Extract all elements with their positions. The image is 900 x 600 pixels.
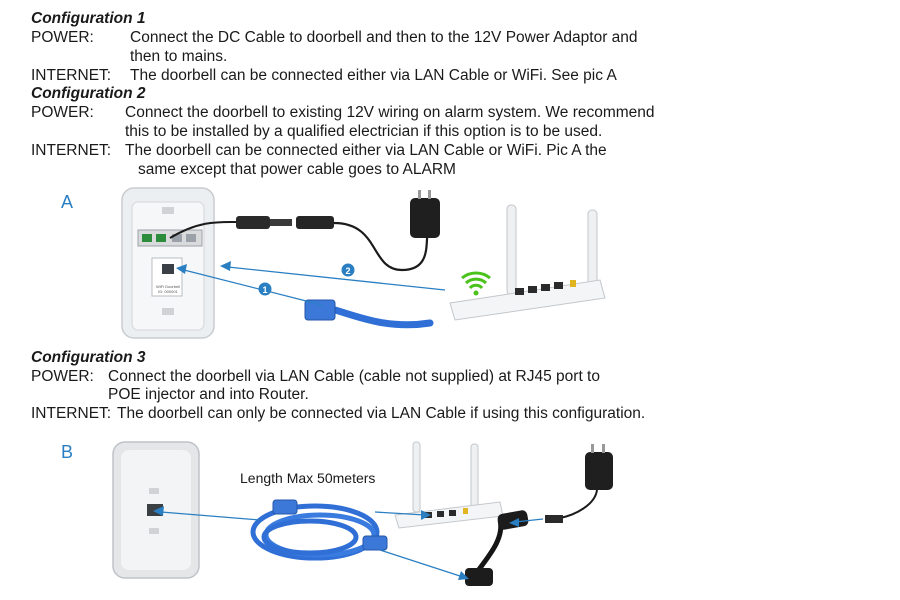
config2-internet-line2: same except that power cable goes to ALA…: [138, 161, 456, 178]
config3-power-line2: POE injector and into Router.: [108, 386, 309, 403]
step-2-badge: [341, 263, 355, 277]
config3-internet-label: INTERNET:: [31, 405, 112, 422]
config3-internet-line1: The doorbell can only be connected via L…: [117, 405, 646, 422]
config1-heading: Configuration 1: [31, 10, 146, 27]
figure-b-letter: B: [61, 442, 74, 462]
config1-internet-label: INTERNET:: [31, 67, 112, 84]
step-2-label: 2: [345, 266, 350, 276]
router-a: [449, 204, 606, 321]
cable-length-caption: Length Max 50meters: [240, 470, 376, 486]
figure-a-diagram: WiFi Doorbell ID: 000001: [121, 187, 606, 339]
poe-injector: [465, 510, 529, 586]
doorbell-unit-a: WiFi Doorbell ID: 000001: [121, 187, 215, 339]
config3-heading: Configuration 3: [31, 349, 146, 366]
arrow-cable-to-doorbell: [160, 511, 261, 521]
power-adaptor-b: [545, 444, 613, 523]
power-adaptor-a: [410, 190, 440, 238]
arrow-cable-to-router: [374, 511, 426, 516]
step-1-label: 1: [262, 285, 267, 295]
doorbell-sticker-line1: WiFi Doorbell: [156, 284, 180, 289]
config3-power-line1: Connect the doorbell via LAN Cable (cabl…: [108, 368, 600, 385]
config2-power-label: POWER:: [31, 104, 94, 121]
config2-power-line2: this to be installed by a qualified elec…: [125, 123, 603, 140]
config2-internet-line1: The doorbell can be connected either via…: [125, 142, 607, 159]
config1-power-label: POWER:: [31, 29, 94, 46]
config1-power-line1: Connect the DC Cable to doorbell and the…: [130, 29, 638, 46]
config1-power-line2: then to mains.: [130, 48, 228, 65]
wifi-icon: [461, 271, 491, 296]
arrow-lan-to-doorbell: [183, 269, 323, 306]
arrow-wifi-to-doorbell: [227, 266, 446, 291]
figure-b-diagram: [112, 441, 613, 586]
config3-power-label: POWER:: [31, 368, 94, 385]
config2-heading: Configuration 2: [31, 85, 146, 102]
config1-internet-line1: The doorbell can be connected either via…: [130, 67, 617, 84]
arrow-cable-to-poe: [379, 549, 464, 578]
dc-connector: [236, 216, 334, 229]
lan-cable-coil: [250, 499, 388, 561]
config2-power-line1: Connect the doorbell to existing 12V wir…: [125, 104, 655, 121]
config2-internet-label: INTERNET:: [31, 142, 112, 159]
router-b: [394, 441, 504, 529]
step-1-badge: [258, 282, 272, 296]
doorbell-sticker-line2: ID: 000001: [158, 289, 178, 294]
arrow-adaptor-to-poe: [514, 518, 544, 523]
figure-a-letter: A: [61, 192, 74, 212]
lan-cable-a: [304, 299, 434, 329]
